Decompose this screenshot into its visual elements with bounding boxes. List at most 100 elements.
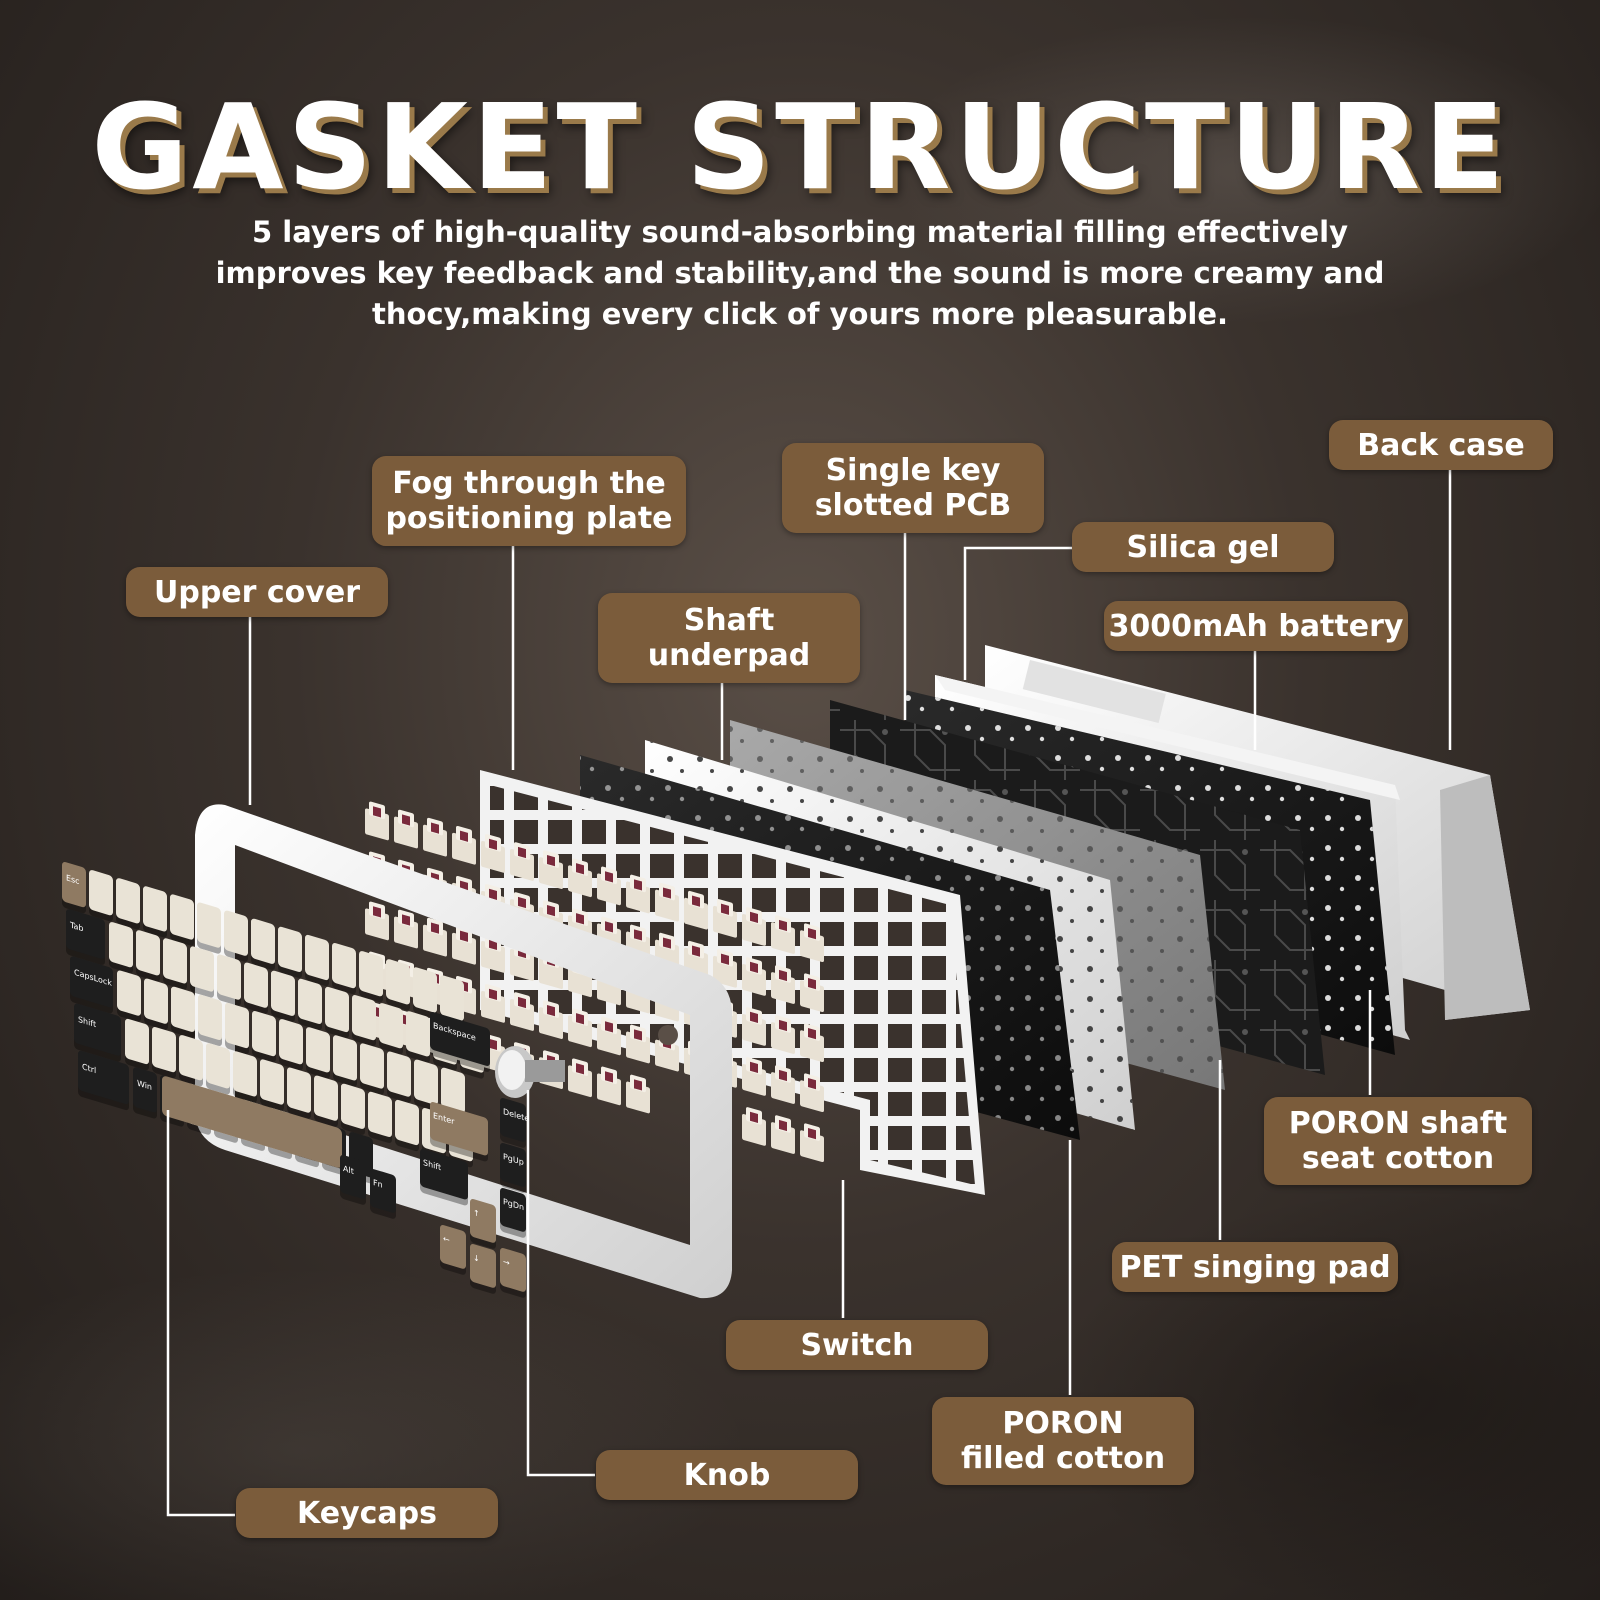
label-switch: Switch [726,1320,988,1370]
keycap-enter: Enter [430,1102,488,1162]
keycap [305,934,329,987]
switch [510,992,534,1031]
switch [539,1000,563,1039]
switch [713,899,737,938]
switch [771,1065,795,1104]
keycap [260,1059,284,1111]
switch [481,834,505,873]
label-shaft-underpad: Shaft underpad [598,593,860,683]
label-silica-gel: Silica gel [1072,522,1334,572]
keycap [190,946,214,998]
switch [742,957,766,996]
keycap-pgdn: PgDn [500,1188,526,1238]
keycap-fn: Fn [370,1169,396,1219]
switch [626,1074,650,1114]
switch [742,1007,766,1046]
switch [452,925,476,965]
keycap: Esc [62,862,86,914]
keycap-up: ↑ [470,1199,496,1249]
keycap-spacebar [162,1076,342,1168]
switch [568,1058,592,1098]
keycap [233,1051,257,1103]
page-title: GASKET STRUCTURE [91,78,1509,216]
keycap [163,938,187,990]
switch [423,917,447,957]
leader-silica-gel [963,546,1072,680]
switch [597,1016,621,1056]
page-subtitle: 5 layers of high-quality sound-absorbing… [215,215,1385,331]
keycap: Win [133,1067,157,1119]
keycap [197,902,221,954]
switch [481,934,505,973]
switch [771,965,795,1004]
switch [742,1057,766,1096]
keycap [279,1019,303,1071]
keycap: CapsLock [70,956,113,1014]
keycap [116,878,140,930]
keycap [360,1043,384,1095]
switch [394,909,418,949]
keycap: Tab [66,909,105,965]
label-knob: Knob [596,1450,858,1500]
switch [800,973,824,1013]
keycap [341,1083,365,1135]
switch [684,890,708,930]
keycap [287,1067,311,1119]
keycap [143,886,167,938]
switch [481,984,505,1023]
switch [800,923,824,963]
switch [713,949,737,988]
keycap [144,978,168,1030]
knob [495,1046,565,1098]
keycap-left: ← [440,1225,466,1275]
keycap-shift: Shift [420,1149,468,1206]
switch [597,1066,621,1106]
switch [597,866,621,906]
switch [800,1023,824,1063]
switch [365,901,389,941]
keycap [117,970,141,1022]
keycap: Shift [74,1003,121,1062]
switch [568,858,592,898]
keycap-pgup: PgUp [500,1143,526,1193]
switch [742,1107,766,1146]
label-upper-cover: Upper cover [126,567,388,617]
keycap-right: → [500,1248,526,1298]
keycap [224,910,248,962]
keycap: Ctrl [78,1050,129,1111]
keycap-legend: ↓ [473,1252,480,1264]
switch [626,1024,650,1064]
keycap [298,978,322,1030]
keycap [170,894,194,946]
keycap [278,926,302,978]
keycap [395,1099,419,1152]
keycap [314,1075,338,1127]
keycap [271,970,295,1022]
keycap [440,975,464,1027]
upper-cover-layer [195,804,732,1299]
switch [568,1008,592,1048]
keycap-legend: ↑ [473,1207,480,1219]
keycap [136,930,160,982]
switch [742,907,766,946]
keycap-legend: Ctrl [82,1061,96,1075]
switch [423,817,447,857]
keycap [252,1011,276,1063]
switch [771,915,795,954]
keycap [332,943,356,995]
keycap [125,1018,149,1071]
switch [800,1073,824,1113]
keycap [379,1003,403,1055]
keycap [217,954,241,1006]
keycap-backspace: Backspace [430,1012,490,1072]
keycap [225,1002,249,1055]
label-poron-shaft: PORON shaft seat cotton [1264,1097,1532,1185]
keycap [198,994,222,1046]
switch [626,874,650,914]
switch [365,801,389,841]
keycap-legend: Tab [69,919,83,933]
switch [800,1123,824,1163]
keycap [386,959,410,1011]
keycap-legend: Alt [343,1163,354,1176]
